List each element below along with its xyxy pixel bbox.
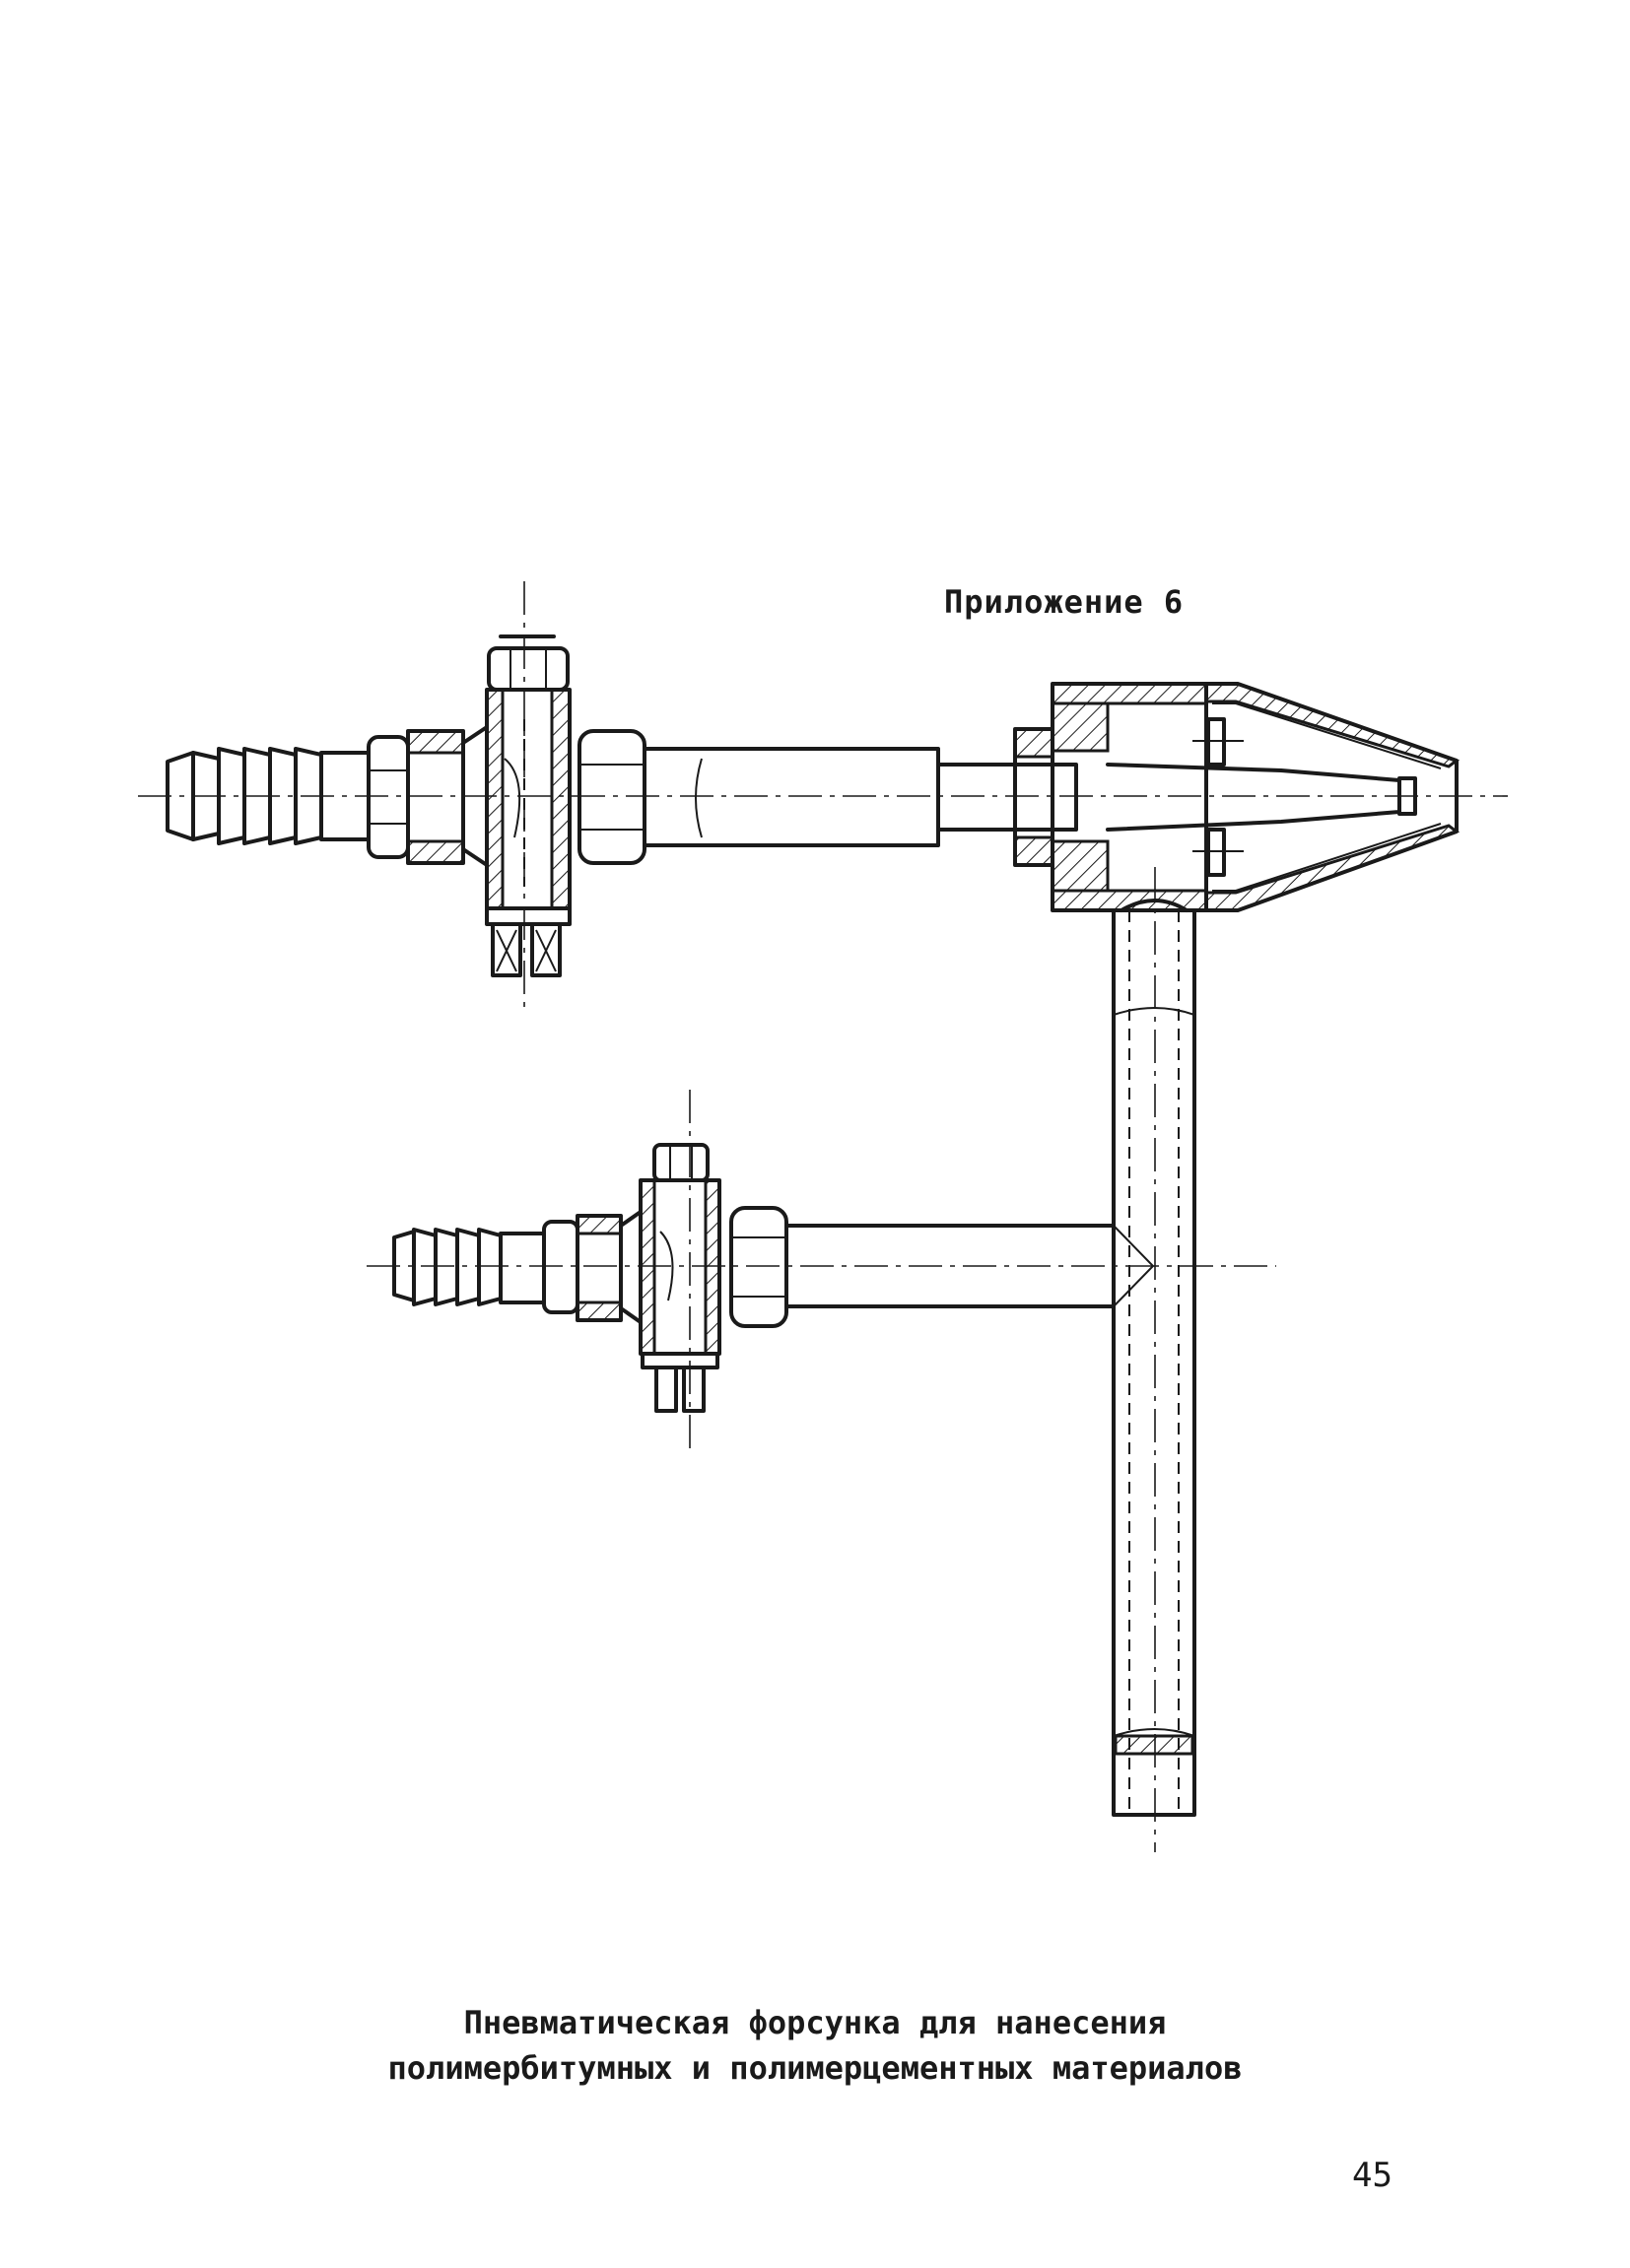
vertical-pipe	[1112, 899, 1196, 1817]
appendix-label: Приложение 6	[944, 583, 1185, 621]
lower-hose-nipple	[392, 1228, 546, 1306]
caption-line-2: полимербитумных и полимерцементных матер…	[387, 2049, 1243, 2087]
caption-line-1: Пневматическая форсунка для нанесения	[463, 2004, 1167, 2041]
page-number: 45	[1352, 2156, 1392, 2195]
lower-branch-tube	[784, 1224, 1155, 1308]
upper-valve	[367, 634, 646, 977]
upper-tube	[643, 747, 940, 847]
lower-valve	[542, 1143, 788, 1413]
nozzle-head	[936, 682, 1460, 912]
